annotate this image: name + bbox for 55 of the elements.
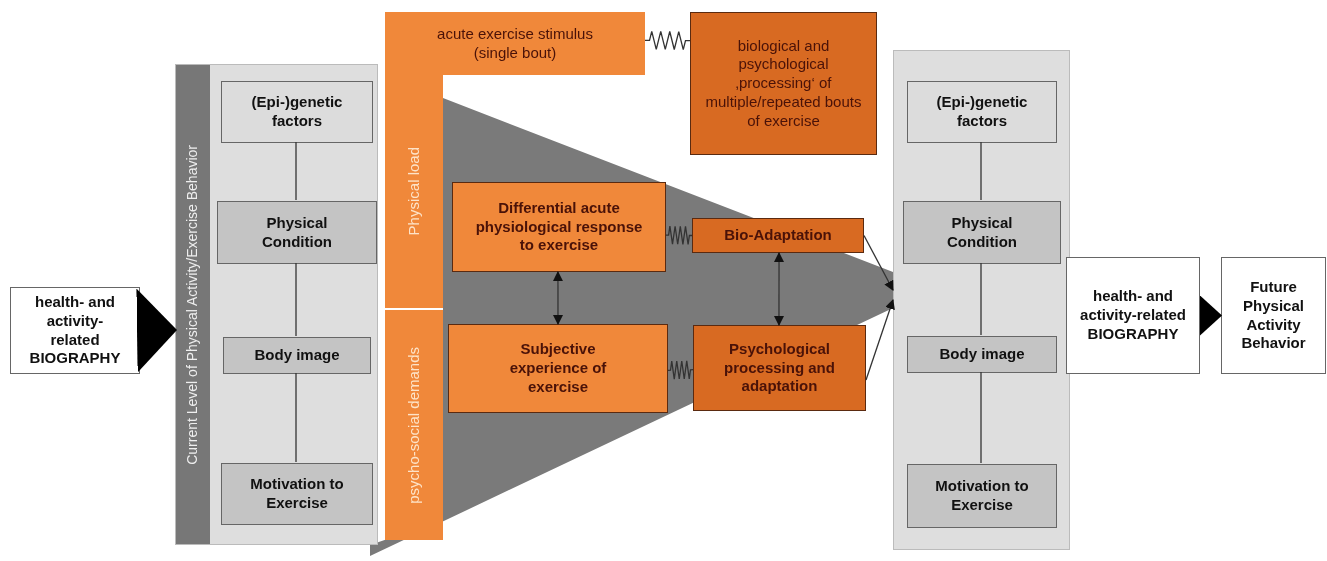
box-label: acute exercise stimulus (single bout) <box>436 24 594 63</box>
process-box <box>448 324 668 413</box>
wavy-connector <box>644 30 691 51</box>
box-label: (Epi-)genetic factors <box>250 93 344 131</box>
box-label: Subjective experience of exercise <box>508 340 608 397</box>
box-label: Differential acute physiological response to exercise <box>474 198 644 256</box>
box-label: Motivation to Exercise <box>934 477 1030 515</box>
box-label: health- and activity-related BIOGRAPHY <box>1079 287 1187 344</box>
wavy-connector <box>665 225 693 246</box>
box-label: Future Physical Activity Behavior <box>1240 278 1307 353</box>
box-label: Psychological processing and adaptation <box>723 339 836 397</box>
box-label: Physical Condition <box>946 213 1018 252</box>
vertical-band <box>385 75 443 308</box>
factor-box <box>221 463 373 525</box>
factor-box <box>907 81 1057 143</box>
connector-line <box>295 262 297 337</box>
connector-line <box>980 141 982 201</box>
process-box <box>693 325 866 411</box>
factor-box <box>907 464 1057 528</box>
box-label: health- and activity-related BIOGRAPHY <box>28 293 122 368</box>
vertical-band <box>385 310 443 540</box>
box-label: Body image <box>939 345 1025 364</box>
process-box <box>692 218 864 253</box>
factor-box <box>223 337 371 374</box>
box-label: Physical Condition <box>261 213 333 252</box>
connector-line <box>980 371 982 464</box>
factor-box <box>907 336 1057 373</box>
text-box <box>1066 257 1200 374</box>
box-label: Bio-Adaptation <box>724 226 832 245</box>
process-box <box>452 182 666 272</box>
arrow <box>1199 295 1222 336</box>
connector-line <box>295 372 297 463</box>
text-box <box>10 287 140 374</box>
stimulus-box <box>385 12 645 75</box>
grouping-panel <box>893 50 1070 550</box>
box-label: Motivation to Exercise <box>249 475 345 513</box>
arrow <box>774 252 785 326</box>
vertical-heading: Current Level of Physical Activity/Exercise Behavior <box>184 144 202 465</box>
factor-box <box>217 201 377 264</box>
box-label: (Epi-)genetic factors <box>935 93 1029 131</box>
arrow <box>863 234 894 291</box>
process-box <box>690 12 877 155</box>
factor-box <box>903 201 1061 264</box>
box-label: Body image <box>254 346 340 365</box>
box-label: biological and psychological ‚processing‘ of multiple/repeated bouts of exercise <box>705 36 862 131</box>
connector-line <box>980 262 982 336</box>
connector-line <box>295 141 297 201</box>
arrow <box>552 271 563 325</box>
arrow <box>865 299 895 381</box>
grouping-panel <box>175 64 378 545</box>
vertical-label: Physical load <box>404 147 423 236</box>
factor-box <box>221 81 373 143</box>
vertical-label: psycho-social demands <box>404 346 423 504</box>
wavy-connector <box>667 360 694 380</box>
text-box <box>1221 257 1326 374</box>
